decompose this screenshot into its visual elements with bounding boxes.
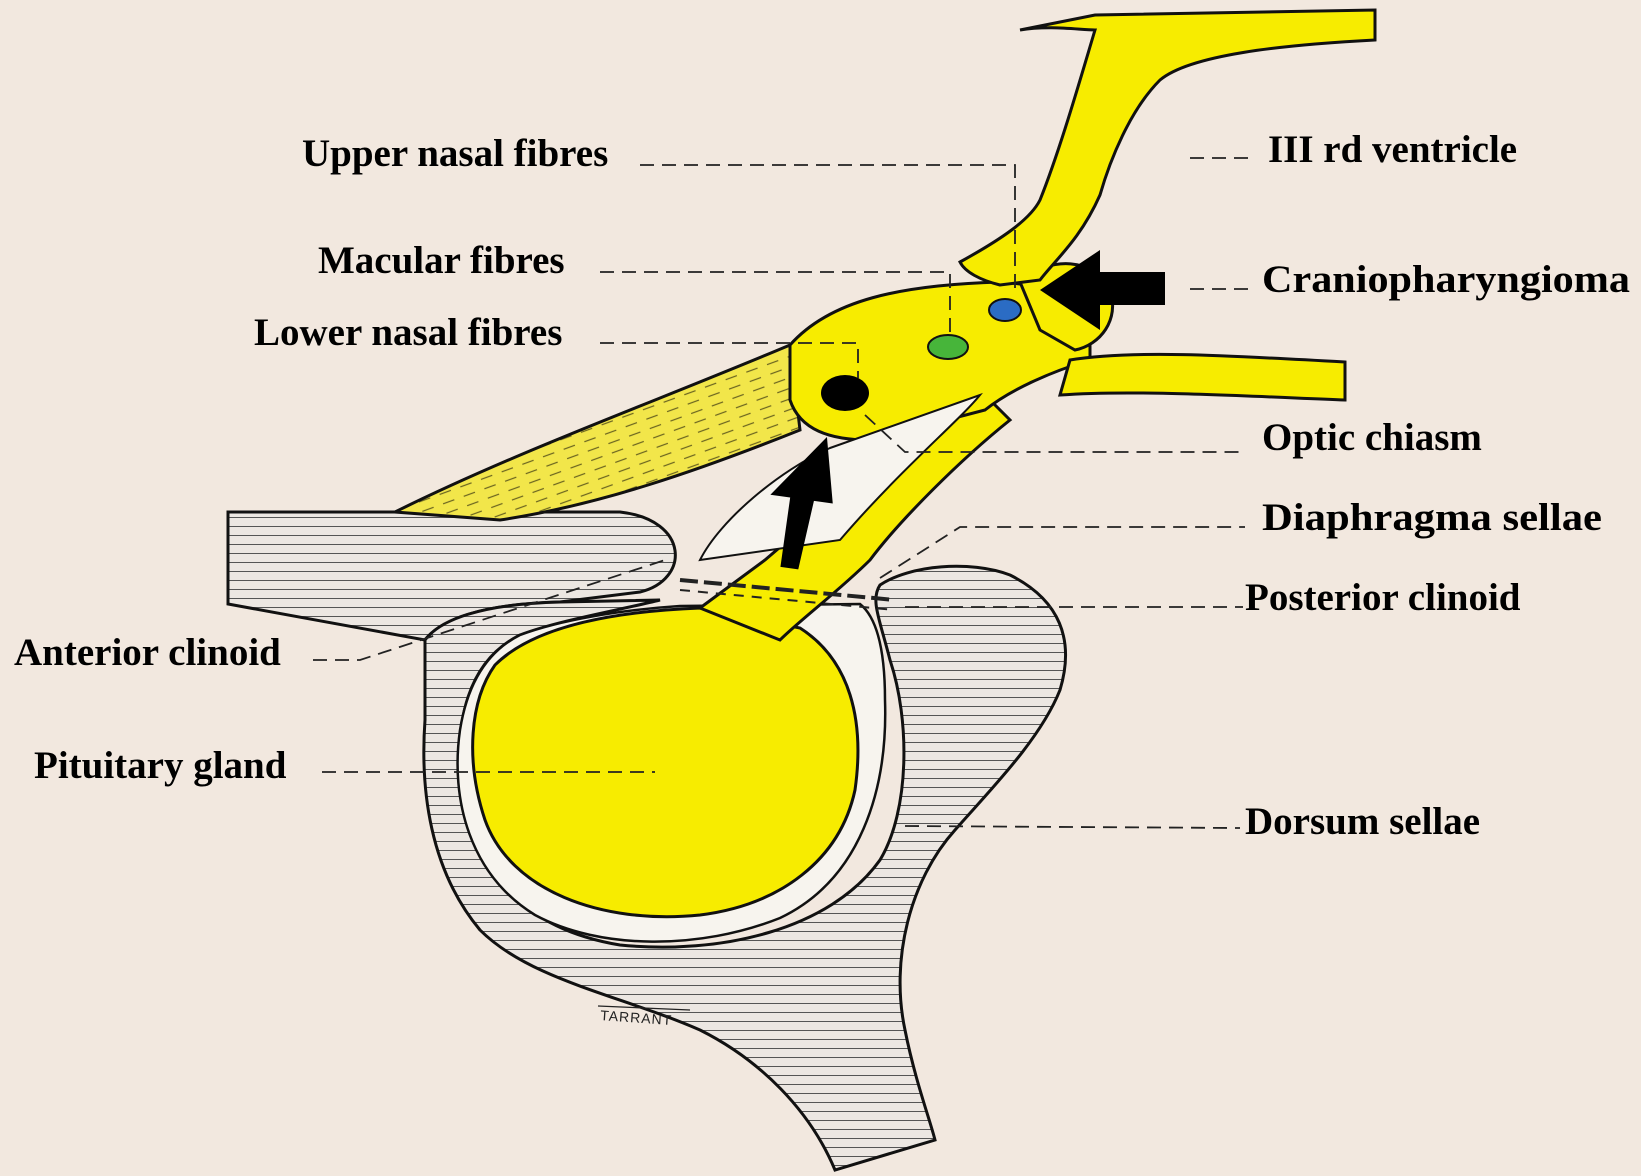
leader-upper-nasal-fibres [640,165,1015,295]
label-pituitary-gland: Pituitary gland [34,744,287,787]
label-lower-nasal-fibres: Lower nasal fibres [254,311,562,354]
label-upper-nasal-fibres: Upper nasal fibres [302,132,608,175]
pituitary-gland [473,608,858,917]
label-optic-chiasm: Optic chiasm [1262,416,1482,459]
lower-nasal-fibres-dot [821,375,869,411]
label-anterior-clinoid: Anterior clinoid [14,631,281,674]
upper-nasal-fibres-dot [989,299,1021,321]
optic-nerve [395,345,800,520]
label-diaphragma-sellae: Diaphragma sellae [1262,496,1602,539]
label-third-ventricle: III rd ventricle [1268,128,1517,171]
label-posterior-clinoid: Posterior clinoid [1245,576,1521,619]
macular-fibres-dot [928,335,968,359]
label-macular-fibres: Macular fibres [318,239,565,282]
label-craniopharyngioma: Craniopharyngioma [1262,258,1630,301]
optic-tract [1060,354,1345,400]
label-dorsum-sellae: Dorsum sellae [1245,800,1480,843]
